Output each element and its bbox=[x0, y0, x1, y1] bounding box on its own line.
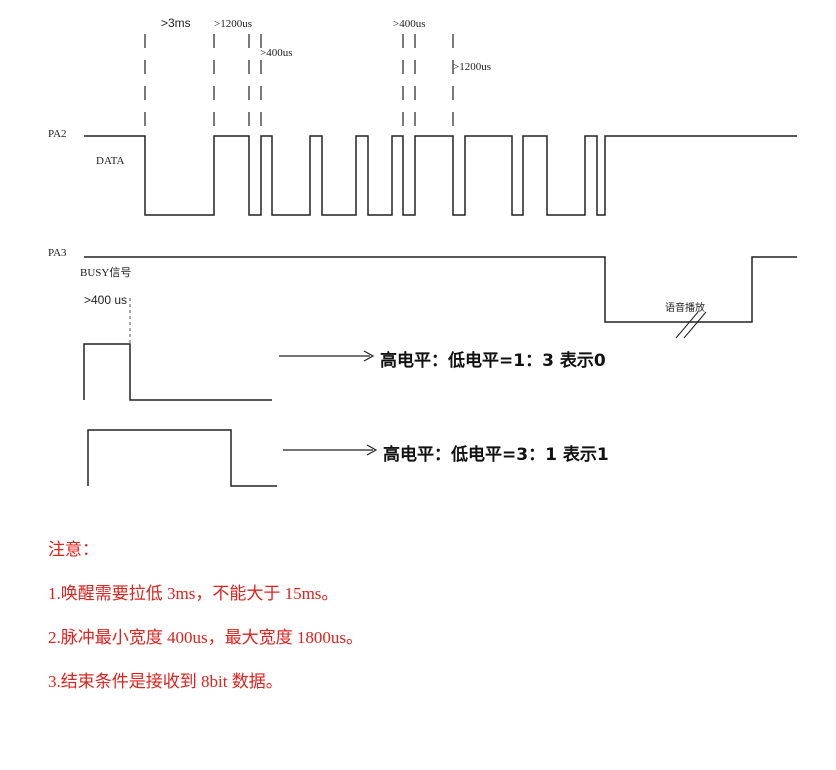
pa2-data-waveform bbox=[84, 135, 797, 216]
busy-label: BUSY信号 bbox=[80, 266, 131, 279]
notes-section: 注意： 1.唤醒需要拉低 3ms，不能大于 15ms。 2.脉冲最小宽度 400… bbox=[48, 528, 808, 704]
bit1-arrowhead bbox=[366, 444, 378, 456]
note-item-3: 3.结束条件是接收到 8bit 数据。 bbox=[48, 672, 283, 691]
note-item-2: 2.脉冲最小宽度 400us，最大宽度 1800us。 bbox=[48, 628, 363, 647]
data-label: DATA bbox=[96, 155, 125, 167]
pa3-label: PA3 bbox=[48, 247, 67, 259]
bit0-description: 高电平：低电平=1：3 表示0 bbox=[380, 350, 606, 371]
bit1-pulse bbox=[87, 429, 277, 487]
bit0-arrowhead bbox=[363, 350, 375, 362]
notes-title: 注意： bbox=[48, 540, 99, 559]
bit0-pulse bbox=[83, 343, 272, 401]
timing-label-400us: >400us bbox=[260, 47, 292, 59]
timing-label-1200us: >1200us bbox=[214, 18, 252, 30]
note-item-1: 1.唤醒需要拉低 3ms，不能大于 15ms。 bbox=[48, 584, 339, 603]
timing-diagram: >3ms >1200us >400us >400us >1200us PA2 D… bbox=[48, 16, 797, 487]
bit1-description: 高电平：低电平=3：1 表示1 bbox=[383, 444, 609, 465]
voice-play-label: 语音播放 bbox=[665, 301, 705, 314]
pa2-label: PA2 bbox=[48, 128, 67, 140]
pa3-busy-waveform bbox=[84, 256, 797, 323]
pulse-width-label: >400 us bbox=[84, 293, 127, 307]
timing-label-400us-2: >400us bbox=[393, 18, 425, 30]
timing-label-1200us-2: >1200us bbox=[453, 61, 491, 73]
time-break-mark bbox=[675, 311, 707, 339]
timing-markers bbox=[144, 34, 454, 126]
timing-label-3ms: >3ms bbox=[161, 16, 191, 30]
